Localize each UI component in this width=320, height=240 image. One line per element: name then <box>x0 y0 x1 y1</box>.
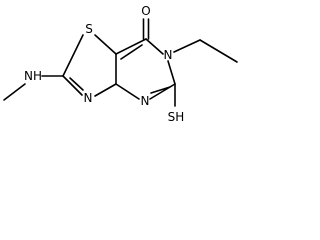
bond-c5-n4-inner <box>150 86 171 94</box>
atom-label-ring-sulfur: S <box>85 22 93 36</box>
bond-nh-ch3 <box>3 83 26 101</box>
molecule-structure: O S N N N NH SH <box>3 4 238 124</box>
bond-c7a-c7-inner <box>120 44 143 60</box>
atom-label-ring-nitrogen-ethyl: N <box>164 48 173 62</box>
bond-c7-n6 <box>145 38 164 55</box>
bonds <box>3 18 238 107</box>
bond-c5-n4 <box>149 83 176 100</box>
bond-n6-c5 <box>167 60 176 85</box>
atom-label-ring-nitrogen-thiazole: N <box>84 91 93 105</box>
atom-label-thiol: SH <box>168 110 185 124</box>
bond-c2-n3 <box>62 75 83 96</box>
atom-labels: O S N N N NH SH <box>24 4 184 124</box>
bond-s1-c2 <box>62 34 84 77</box>
atom-label-amine: NH <box>24 69 42 83</box>
bond-ch2-ch3 <box>199 39 238 63</box>
bond-c2-n3-inner <box>69 77 84 91</box>
bond-n4-c3a <box>115 83 140 100</box>
bond-n6-ch2 <box>173 39 201 53</box>
bond-c7a-s1 <box>94 34 117 55</box>
bond-n3-c3a <box>94 83 117 97</box>
atom-label-carbonyl-oxygen: O <box>141 4 150 18</box>
atom-label-ring-nitrogen-pyrimidine: N <box>141 94 150 108</box>
bond-c7a-c7 <box>115 38 147 55</box>
